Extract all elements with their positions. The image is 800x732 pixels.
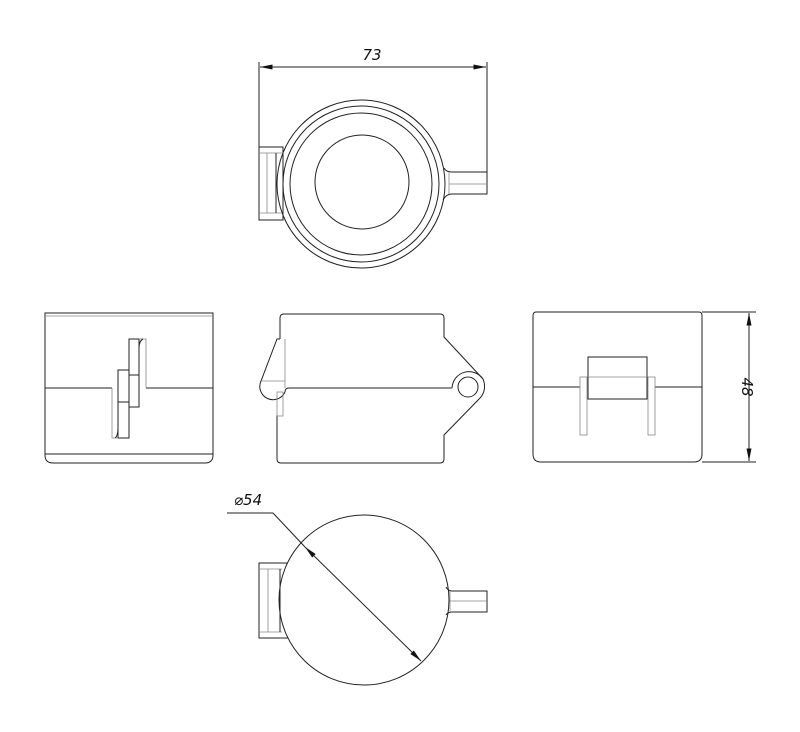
width-dimension-label: 73 — [362, 46, 381, 64]
latch — [259, 338, 286, 417]
front-view — [259, 313, 486, 464]
tab — [442, 167, 488, 201]
diameter-dimension: ⌀54 — [227, 491, 422, 662]
right-view: 48 — [532, 311, 756, 463]
left-view — [44, 312, 214, 464]
bottom-view: ⌀54 — [227, 491, 488, 686]
width-dimension: 73 — [258, 46, 488, 172]
hinge — [258, 146, 284, 221]
hinge — [258, 562, 288, 639]
top-view: 73 — [258, 46, 488, 269]
height-dimension-label: 48 — [738, 377, 756, 396]
tab — [445, 586, 488, 616]
diameter-dimension-label: ⌀54 — [234, 491, 262, 509]
height-dimension: 48 — [702, 311, 756, 463]
